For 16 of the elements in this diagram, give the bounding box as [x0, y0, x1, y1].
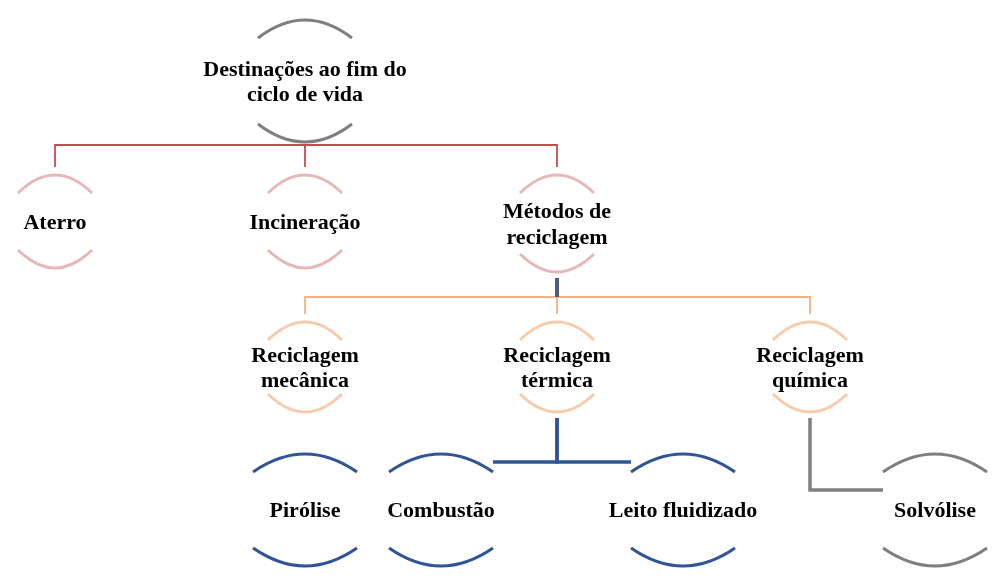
- node-label: Solvólise: [894, 497, 976, 523]
- node-label: Destinações ao fim do ciclo de vida: [202, 55, 408, 107]
- connector-line: [54, 144, 306, 168]
- node-label: Reciclagem mecânica: [250, 341, 360, 393]
- connector-line: [808, 418, 883, 492]
- connector-line: [555, 278, 559, 297]
- node-label: Métodos de reciclagem: [501, 198, 613, 249]
- node-label: Reciclagem química: [755, 341, 865, 393]
- node-label: Reciclagem térmica: [502, 341, 612, 393]
- node-label: Pirólise: [269, 497, 341, 523]
- node-label: Incineração: [249, 208, 361, 235]
- node-label: Aterro: [23, 208, 87, 235]
- node-label: Combustão: [387, 497, 495, 523]
- connector-line: [304, 144, 558, 168]
- node-label: Leito fluidizado: [608, 497, 758, 523]
- connector-line: [555, 418, 631, 464]
